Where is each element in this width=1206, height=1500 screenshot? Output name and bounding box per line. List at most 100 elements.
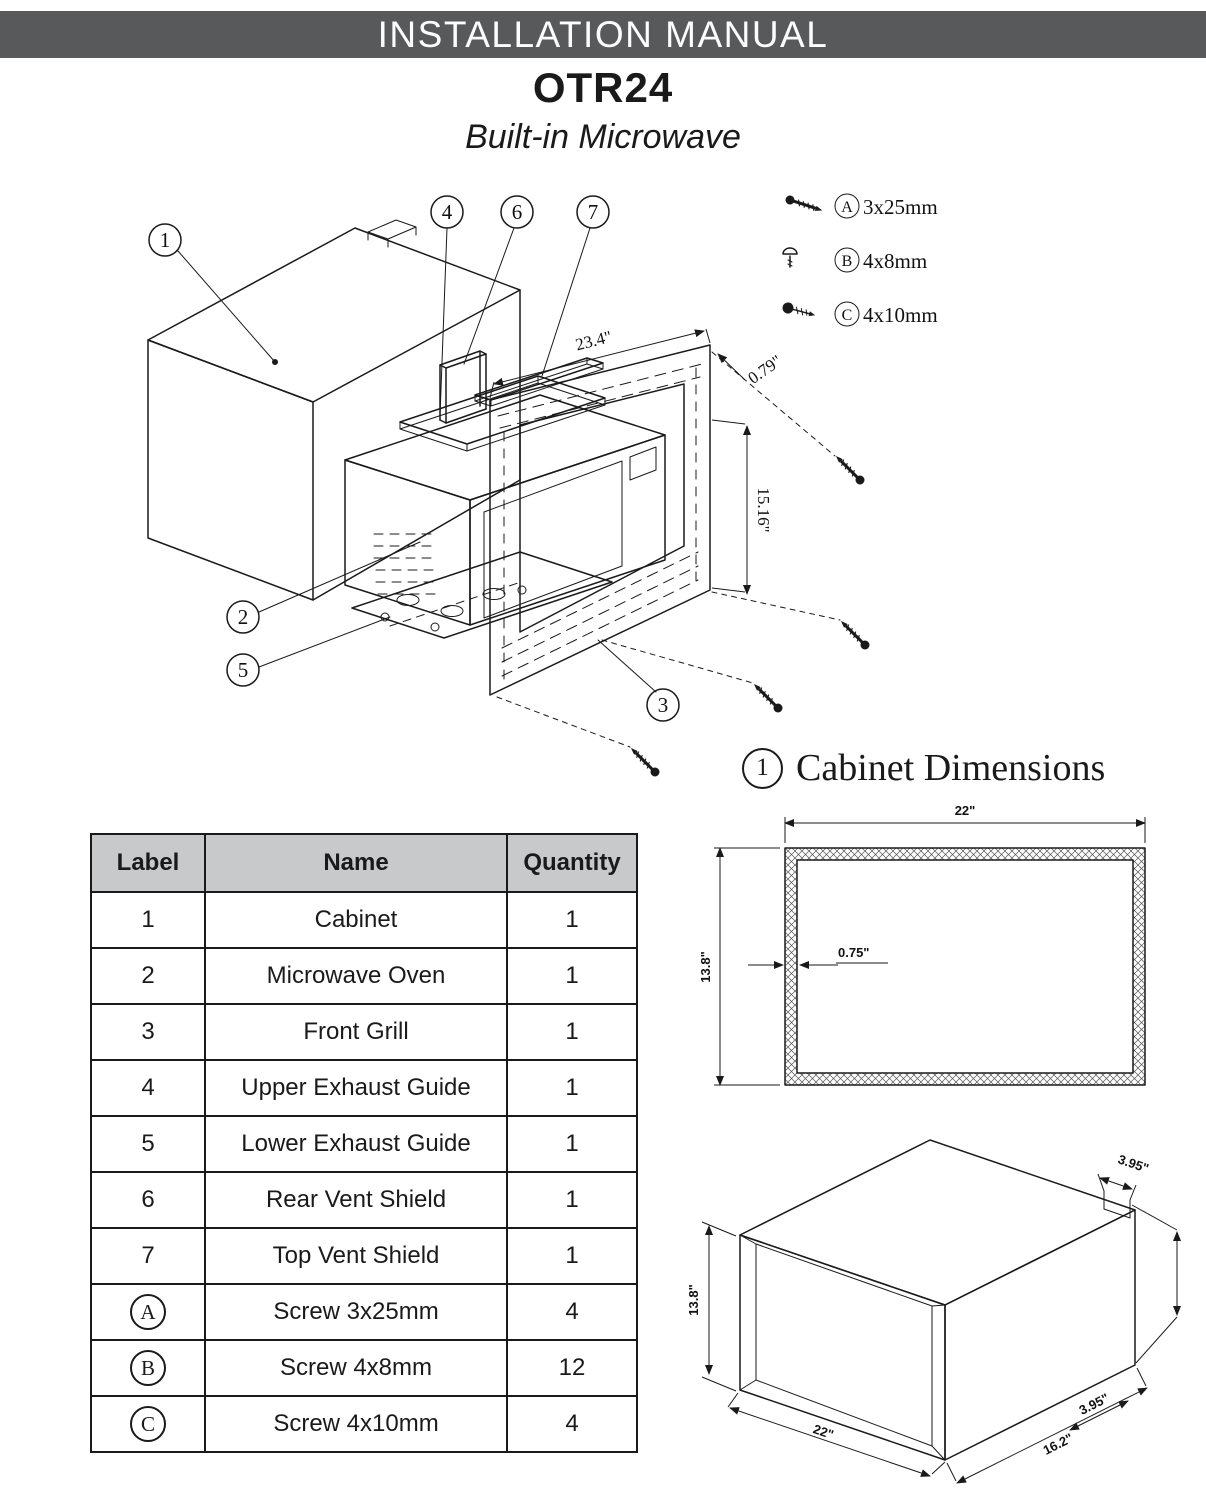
part-quantity: 1: [506, 1059, 638, 1117]
svg-text:4x10mm: 4x10mm: [863, 303, 938, 327]
cabinet-3d-drawing: [739, 1139, 1136, 1461]
callout-6: 6: [500, 195, 534, 229]
callouts: 1 2 3 4 5 6 7: [148, 195, 680, 722]
callout-2: 2: [226, 600, 260, 634]
grill-width-dim: 23.4": [574, 327, 614, 354]
part-quantity: 4: [506, 1395, 638, 1453]
part-label: 1: [90, 891, 206, 949]
svg-text:C: C: [842, 307, 853, 324]
subtitle: Built-in Microwave: [465, 118, 741, 156]
screw-b-icon: [782, 247, 798, 268]
screw-c-icon: [782, 302, 816, 317]
rear-vent-shield-drawing: [439, 350, 487, 424]
grill-height-dim: 15.16": [754, 487, 773, 532]
part-quantity: 1: [506, 1227, 638, 1285]
part-name: Front Grill: [204, 1003, 508, 1061]
part-quantity: 1: [506, 947, 638, 1005]
persp-height-dim: 13.8": [686, 1284, 701, 1315]
part-name: Upper Exhaust Guide: [204, 1059, 508, 1117]
svg-text:1: 1: [160, 228, 171, 252]
part-quantity: 1: [506, 1003, 638, 1061]
screw-b-row: B 4x8mm: [782, 247, 927, 273]
part-quantity: 4: [506, 1283, 638, 1341]
microwave-drawing: [344, 394, 666, 626]
callout-4: 4: [430, 195, 464, 229]
frame-depth-dim: 0.79": [744, 351, 785, 388]
part-label: 5: [90, 1115, 206, 1173]
part-name: Cabinet: [204, 891, 508, 949]
mounting-screws: [496, 351, 873, 780]
persp-width-dim: 22": [811, 1421, 835, 1442]
part-quantity: 1: [506, 891, 638, 949]
part-quantity: 12: [506, 1339, 638, 1397]
part-name: Screw 4x10mm: [204, 1395, 508, 1453]
part-quantity: 1: [506, 1115, 638, 1173]
screw-legend: A 3x25mm B 4x8mm: [782, 192, 938, 327]
callout-7: 7: [576, 195, 610, 229]
part-label: 6: [90, 1171, 206, 1229]
cabinet-walls-hatch: [785, 848, 1145, 1085]
part-name: Lower Exhaust Guide: [204, 1115, 508, 1173]
part-label: 2: [90, 947, 206, 1005]
svg-text:7: 7: [588, 200, 599, 224]
topview-depth-dim: 13.8": [698, 951, 713, 982]
lower-exhaust-guide-drawing: [351, 551, 613, 639]
cabinet-drawing: [147, 219, 521, 601]
screw-c-row: C 4x10mm: [782, 301, 938, 327]
circled-letter: C: [130, 1406, 166, 1442]
svg-text:3: 3: [658, 693, 669, 717]
svg-text:4: 4: [442, 200, 453, 224]
col-quantity: Quantity: [506, 833, 638, 893]
model-title: OTR24: [532, 64, 674, 111]
persp-notch-top-dim: 3.95": [1116, 1152, 1151, 1176]
part-name: Rear Vent Shield: [204, 1171, 508, 1229]
section-badge: 1: [742, 747, 783, 789]
part-label: 7: [90, 1227, 206, 1285]
screw-icon: [626, 743, 663, 780]
screw-a-icon: [782, 192, 826, 217]
table-header-row: Label Name Quantity: [90, 833, 638, 893]
svg-text:3x25mm: 3x25mm: [863, 195, 938, 219]
part-name: Top Vent Shield: [204, 1227, 508, 1285]
part-label: C: [90, 1395, 206, 1453]
callout-5: 5: [226, 653, 260, 687]
exploded-view-diagram: 1 2 3 4 5 6 7 23.4" 0.79" 15.16": [147, 192, 938, 780]
callout-1: 1: [148, 223, 182, 257]
part-label: 3: [90, 1003, 206, 1061]
svg-text:6: 6: [512, 200, 523, 224]
svg-text:4x8mm: 4x8mm: [863, 249, 927, 273]
part-label: A: [90, 1283, 206, 1341]
svg-text:2: 2: [238, 605, 249, 629]
svg-text:5: 5: [238, 658, 249, 682]
part-label: B: [90, 1339, 206, 1397]
circled-letter: B: [130, 1350, 166, 1386]
screw-a-row: A 3x25mm: [782, 192, 938, 219]
banner-title: INSTALLATION MANUAL: [377, 13, 829, 55]
cabinet-perspective-view: 13.8" 22" 16.2" 3.95" 3.95": [686, 1139, 1181, 1484]
col-name: Name: [204, 833, 508, 893]
callout-3: 3: [646, 688, 680, 722]
banner: INSTALLATION MANUAL: [0, 11, 1206, 58]
circled-letter: A: [130, 1294, 166, 1330]
callout-leaders: [177, 227, 657, 693]
part-name: Screw 3x25mm: [204, 1283, 508, 1341]
screw-icon: [749, 679, 786, 716]
section-heading: 1 Cabinet Dimensions: [742, 746, 1105, 790]
upper-exhaust-guide-drawing: [399, 375, 606, 452]
col-label: Label: [90, 833, 206, 893]
cabinet-top-view: 22" 13.8" 0.75": [698, 803, 1146, 1086]
topview-wall-dim: 0.75": [838, 945, 869, 960]
persp-notch-side-dim: 3.95": [1077, 1390, 1112, 1418]
